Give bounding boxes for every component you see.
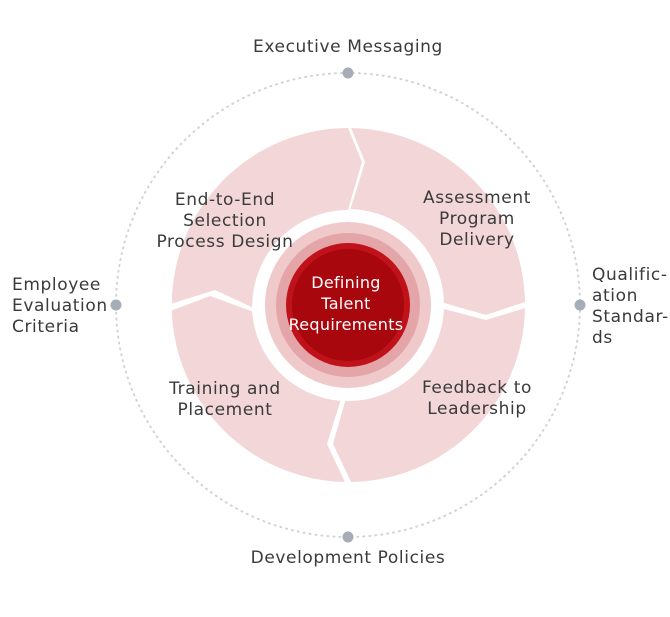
segment-label-assessment: Assessment Program Delivery: [402, 188, 552, 251]
segment-label-training: Training and Placement: [150, 379, 300, 421]
node-label-line: ds: [592, 328, 613, 348]
segment-label-line: Feedback to: [421, 378, 533, 398]
segment-label-line: Assessment: [423, 188, 531, 208]
segment-label-line: Selection: [183, 211, 267, 231]
core-label-line: Talent: [321, 294, 371, 313]
node-dot-top: [342, 67, 354, 79]
node-label-line: Qualific-: [592, 265, 668, 285]
node-label-line: Employee: [12, 275, 101, 295]
node-label-line: Development Policies: [250, 548, 446, 568]
segment-label-line: Process Design: [156, 232, 294, 252]
core-label: Defining Talent Requirements: [271, 272, 421, 335]
core-label-line: Defining: [311, 273, 381, 292]
segment-label-line: End-to-End: [174, 190, 276, 210]
segment-training: [171, 296, 345, 482]
node-label-employee-evaluation: Employee Evaluation Criteria: [12, 275, 122, 338]
node-label-line: Standar-: [592, 307, 669, 327]
segment-label-line: Leadership: [427, 399, 527, 419]
segment-label-line: Placement: [177, 400, 273, 420]
segment-end-to-end: [171, 128, 362, 308]
node-dot-bottom: [342, 531, 354, 543]
node-label-line: Evaluation: [12, 296, 108, 316]
node-label-executive-messaging: Executive Messaging: [228, 37, 468, 58]
segment-feedback: [333, 308, 525, 482]
segment-ring: [171, 128, 525, 482]
segment-label-line: Training and: [169, 379, 281, 399]
core-label-line: Requirements: [288, 315, 404, 334]
core-circle: [292, 249, 404, 361]
segment-label-feedback: Feedback to Leadership: [402, 378, 552, 420]
segment-label-line: Delivery: [439, 230, 515, 250]
node-label-line: Criteria: [12, 317, 80, 337]
node-dot-left: [110, 299, 122, 311]
node-label-line: Executive Messaging: [253, 37, 443, 57]
node-dot-right: [574, 299, 586, 311]
node-label-development-policies: Development Policies: [218, 548, 478, 569]
segment-label-line: Program: [439, 209, 515, 229]
segment-assessment: [350, 128, 525, 315]
segment-label-end-to-end: End-to-End Selection Process Design: [150, 190, 300, 253]
node-label-qualification-standards: Qualific- ation Standar- ds: [592, 265, 670, 349]
node-label-line: ation: [592, 286, 638, 306]
